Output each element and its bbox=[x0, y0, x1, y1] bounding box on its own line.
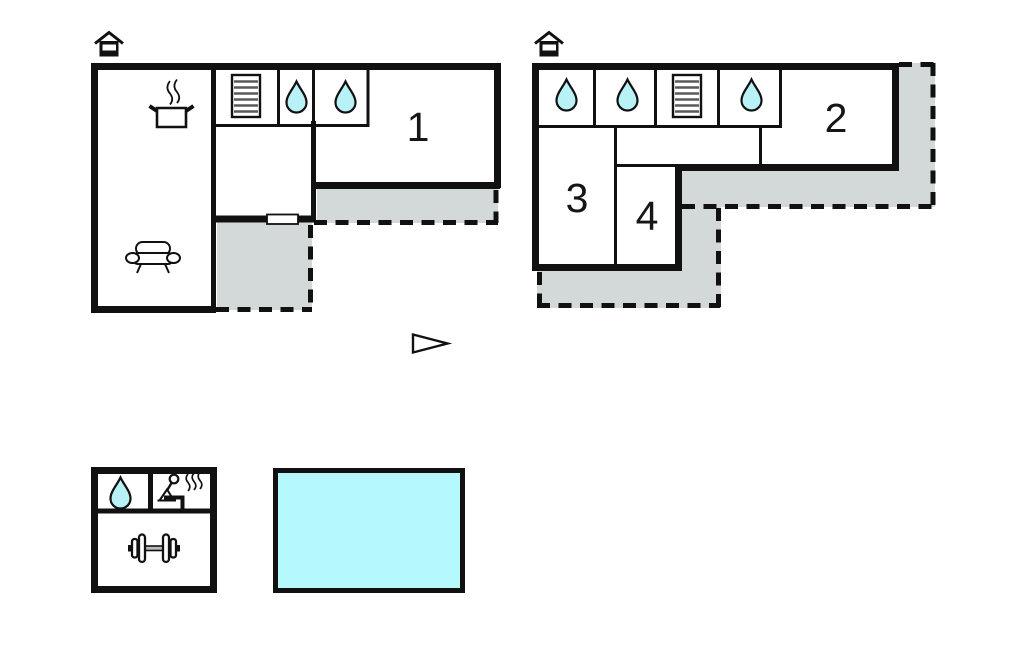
swimming-pool bbox=[273, 468, 465, 593]
left-unit-partition-walls bbox=[214, 63, 370, 127]
sauna-icon bbox=[157, 471, 203, 510]
room-1-label: 1 bbox=[407, 104, 430, 150]
left-unit-terrace-border bbox=[216, 190, 499, 312]
room-4-label: 4 bbox=[636, 193, 659, 239]
cooking-pot-icon bbox=[148, 78, 195, 129]
house-icon bbox=[533, 31, 565, 58]
terrace-upper-left-unit bbox=[313, 184, 498, 223]
house-icon bbox=[93, 31, 125, 58]
barbell-icon bbox=[128, 533, 180, 564]
right-unit-terrace-border bbox=[537, 62, 936, 308]
terrace-lower-left-unit bbox=[214, 222, 312, 310]
left-unit-plan: 1 bbox=[91, 31, 501, 313]
left-unit-outer-walls bbox=[91, 63, 501, 313]
door bbox=[266, 213, 299, 225]
room-3-label: 3 bbox=[566, 175, 589, 221]
direction-arrow-icon bbox=[411, 332, 453, 355]
sofa-icon bbox=[125, 241, 181, 274]
left-unit-floor bbox=[91, 63, 501, 313]
left-unit-main-inner-walls bbox=[211, 63, 316, 313]
terrace-right-unit bbox=[537, 63, 935, 308]
stairs-icon bbox=[230, 73, 262, 119]
stairs-icon bbox=[671, 73, 703, 119]
annex-building bbox=[91, 467, 217, 593]
right-unit-plan: 2 3 4 bbox=[532, 31, 936, 308]
annex-partition-walls bbox=[93, 469, 215, 514]
right-unit-partition-walls bbox=[537, 63, 782, 267]
right-unit-outer-walls bbox=[532, 63, 899, 271]
room-2-label: 2 bbox=[825, 95, 848, 141]
